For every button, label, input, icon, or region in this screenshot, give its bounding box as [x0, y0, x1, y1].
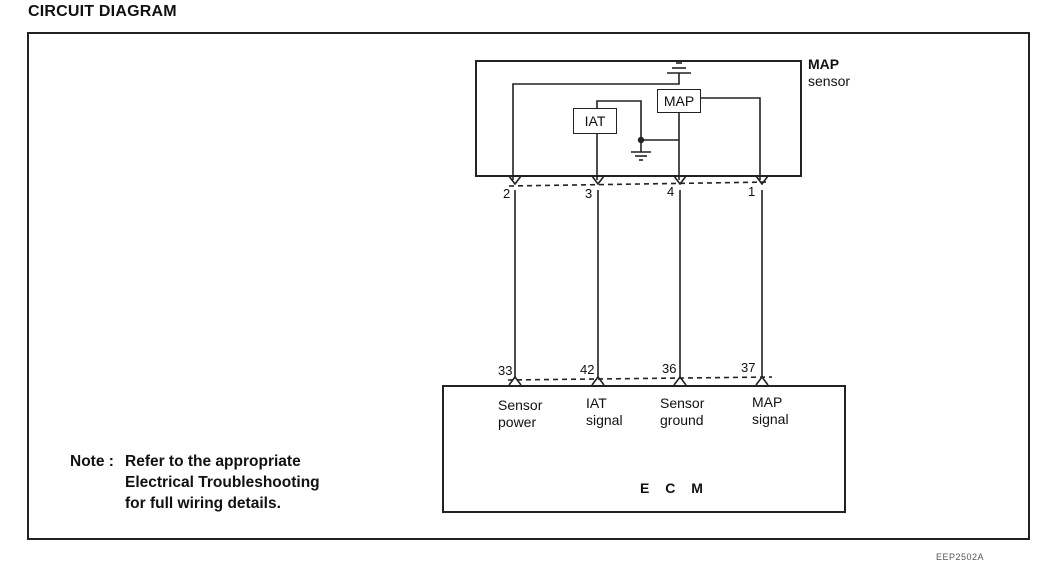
map-sensor-title: MAP sensor — [808, 56, 851, 89]
figure-code: EEP2502A — [936, 552, 985, 562]
ecm-terminal — [591, 375, 605, 386]
ecm-terminal — [755, 375, 769, 386]
internal-wire-pin3 — [596, 100, 642, 180]
frame-left-border — [27, 32, 29, 540]
internal-wire-pin1 — [699, 97, 761, 180]
iat-element: IAT — [573, 108, 617, 134]
page-title: CIRCUIT DIAGRAM — [28, 3, 177, 20]
note-line: Electrical Troubleshooting — [125, 474, 320, 491]
sensor-terminal — [755, 175, 769, 186]
sensor-pin-4: 4 — [667, 184, 675, 199]
ecm-terminal — [673, 375, 687, 386]
map-sensor-housing — [475, 60, 802, 177]
ecm-pin-42: 42 — [580, 362, 595, 377]
ecm-pin-36: 36 — [662, 361, 677, 376]
note-line: for full wiring details. — [125, 495, 281, 512]
ecm-housing — [442, 385, 846, 513]
frame-top-border — [28, 32, 1030, 34]
sensor-terminal — [673, 175, 687, 186]
map-element: MAP — [657, 89, 701, 113]
note-prefix: Note : — [70, 453, 114, 470]
map-sensor-subtitle: sensor — [808, 73, 851, 89]
frame-right-border — [1028, 32, 1030, 540]
internal-wire-pin2 — [512, 73, 680, 180]
sensor-terminal — [591, 175, 605, 186]
ground-symbol-top — [667, 62, 691, 74]
note-text: Refer to the appropriate Electrical Trou… — [125, 451, 320, 514]
ecm-label: E C M — [640, 480, 709, 496]
ecm-terminal — [508, 375, 522, 386]
sensor-terminal — [508, 175, 522, 186]
sensor-pin-2: 2 — [503, 186, 511, 201]
frame-bottom-border — [27, 538, 1030, 540]
ground-symbol-internal — [631, 145, 651, 161]
note-line: Refer to the appropriate — [125, 453, 301, 470]
sensor-pin-1: 1 — [748, 184, 756, 199]
ecm-pin-37: 37 — [741, 360, 756, 375]
splice-dot — [637, 136, 645, 144]
ecm-connector-outline — [507, 376, 773, 381]
sensor-connector-outline — [508, 181, 771, 187]
sensor-pin-3: 3 — [585, 186, 593, 201]
ecm-pin-33: 33 — [498, 363, 513, 378]
